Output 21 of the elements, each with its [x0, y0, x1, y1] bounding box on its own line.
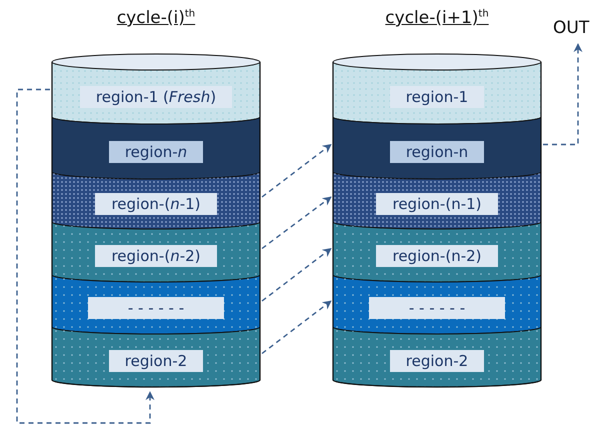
region-label: region-1 (Fresh) — [80, 86, 232, 108]
out-label: OUT — [553, 18, 590, 38]
region-label: region-(n-1) — [95, 193, 217, 215]
cycle-heading: cycle-(i+1)$^{th}$ — [384, 8, 490, 28]
dashed-arrow — [262, 196, 332, 250]
region-label: - - - - - - — [88, 297, 224, 319]
cycle-heading: cycle-(i)$^{th}$ — [116, 8, 196, 28]
region-label: region-2 — [390, 350, 484, 372]
dashed-arrow — [262, 300, 332, 354]
dashed-arrow — [543, 43, 582, 146]
region-label: region-2 — [108, 350, 204, 372]
region-label: - - - - - - — [368, 297, 506, 319]
region-label: region-(n-1) — [376, 193, 498, 215]
dashed-arrow — [16, 88, 154, 424]
dashed-arrow — [262, 144, 332, 198]
dashed-arrow — [262, 248, 332, 302]
region-label: region-n — [108, 140, 204, 162]
region-label: region-(n-2) — [376, 244, 498, 266]
region-label: region-1 — [390, 86, 484, 108]
region-label: region-n — [390, 140, 484, 162]
region-label: region-(n-2) — [95, 244, 217, 266]
